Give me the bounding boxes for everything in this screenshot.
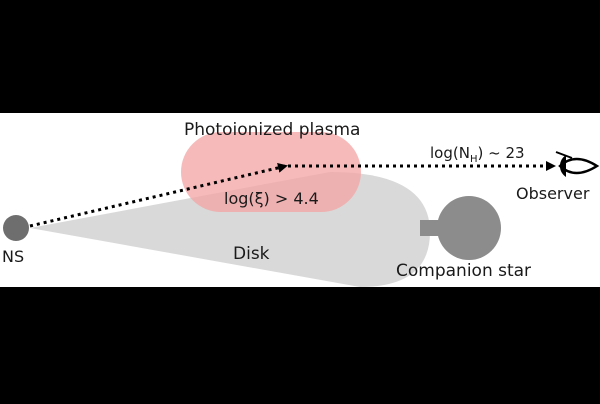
eye-icon [555, 151, 600, 177]
ns-label: NS [2, 247, 24, 266]
companion-star-label: Companion star [396, 261, 531, 281]
plasma-label: Photoionized plasma [184, 120, 360, 140]
column-density-label: log(NH) ~ 23 [430, 144, 525, 165]
observer-label: Observer [516, 184, 590, 203]
photoionized-plasma-region [181, 132, 361, 212]
ray-ns-to-plasma [29, 162, 288, 228]
neutron-star [3, 215, 29, 241]
ionization-label: log(ξ) > 4.4 [224, 189, 319, 208]
disk-label: Disk [233, 244, 270, 264]
companion-star [437, 196, 501, 260]
